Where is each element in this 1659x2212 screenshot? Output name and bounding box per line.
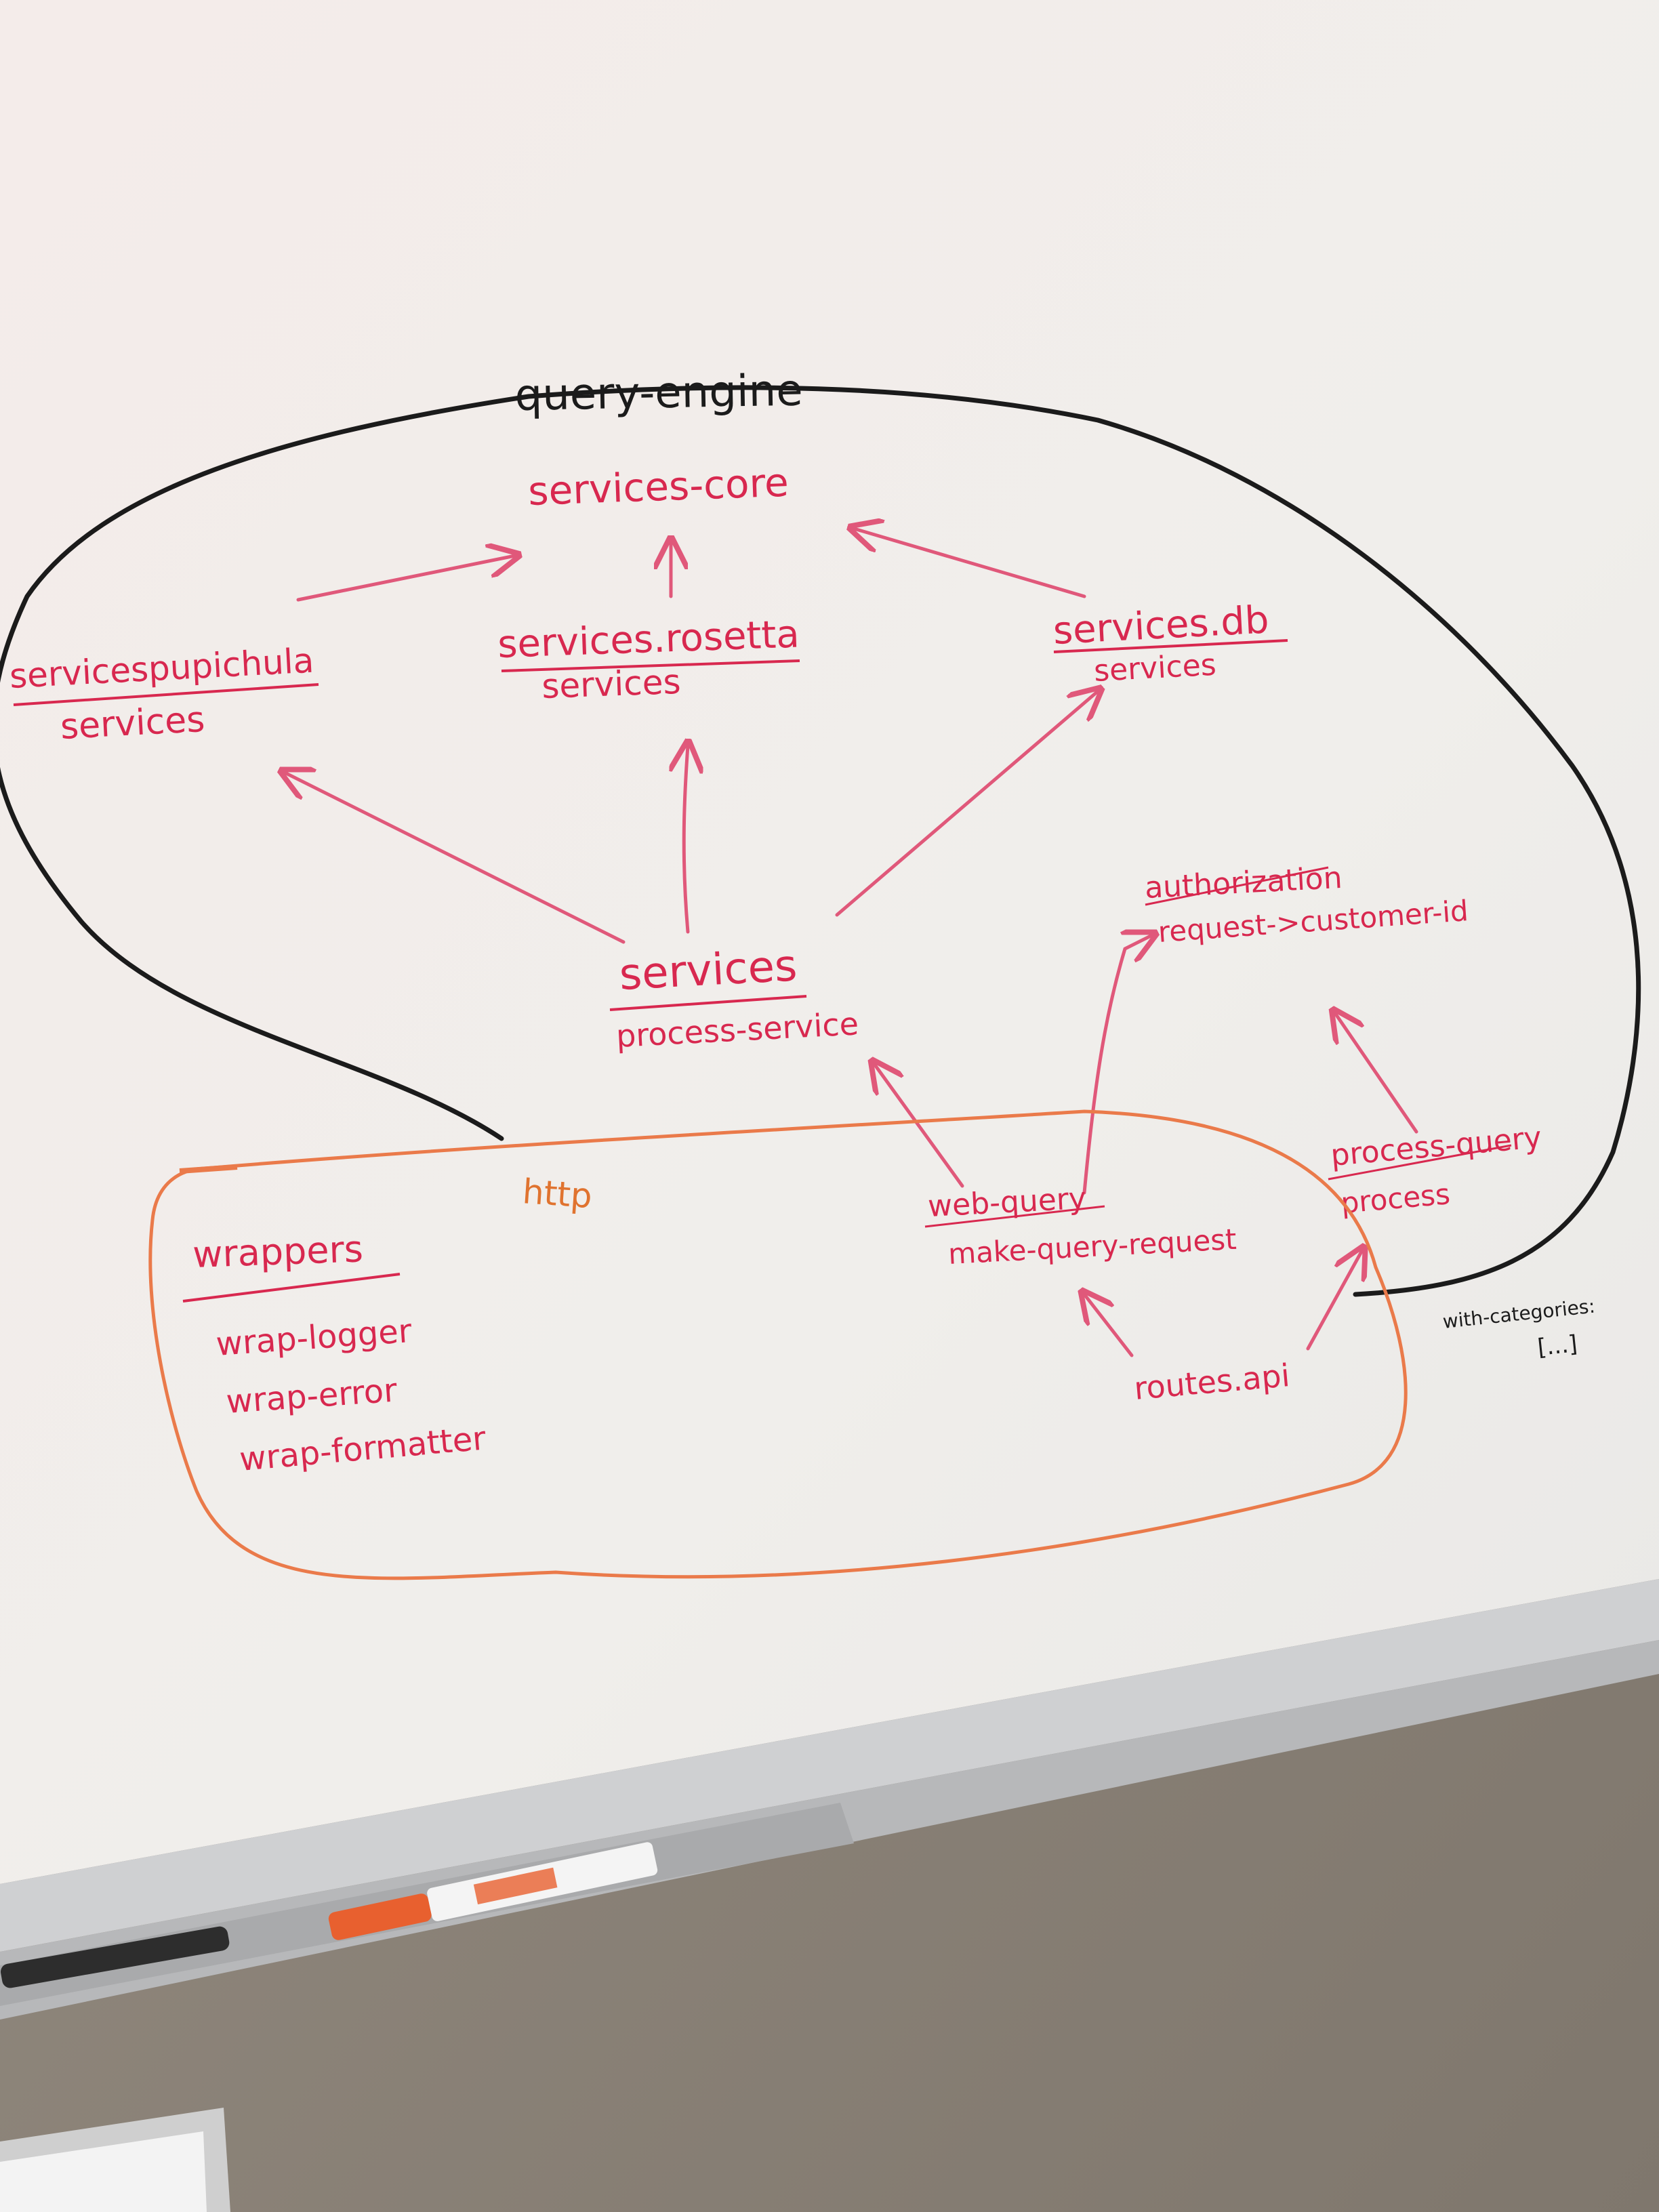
board-frame xyxy=(0,1579,1659,1952)
rosetta-sub: services xyxy=(541,662,681,706)
arrow-webquery-to-authorization xyxy=(1082,935,1152,1195)
arrow-db-to-core xyxy=(854,529,1086,598)
db-sub: services xyxy=(1093,648,1217,689)
whiteboard xyxy=(0,0,1659,1884)
picture-frame-inner xyxy=(0,2131,207,2212)
http-boundary xyxy=(148,1109,1408,1580)
arrow-processquery-to-authorization xyxy=(1335,1013,1418,1134)
pupichula-sub: services xyxy=(60,699,206,747)
pupichula-divider xyxy=(13,683,319,706)
rosetta-title: services.rosetta xyxy=(497,612,800,667)
arrow-routes-to-processquery xyxy=(1306,1250,1362,1351)
arrows xyxy=(285,529,1418,1357)
arrow-webquery-to-services xyxy=(874,1064,964,1188)
services-core-label: services-core xyxy=(527,459,790,514)
process-query-divider xyxy=(1328,1144,1512,1181)
arrow-routes-to-webquery xyxy=(1084,1294,1134,1357)
marker xyxy=(328,1842,658,1940)
query-engine-boundary xyxy=(0,385,1641,1297)
http-boundary-accent xyxy=(179,1164,238,1174)
eraser xyxy=(1,1926,230,1988)
authorization-divider xyxy=(1145,866,1329,906)
arrow-pupichula-to-core xyxy=(296,556,515,602)
arrow-services-to-db xyxy=(835,691,1098,917)
wrappers-title: wrappers xyxy=(192,1227,364,1276)
arrow-services-to-pupichula xyxy=(285,773,626,944)
arrow-services-to-rosetta xyxy=(684,745,688,934)
rosetta-divider xyxy=(501,659,800,672)
web-query-divider xyxy=(924,1205,1105,1228)
with-categories-bracket: [...] xyxy=(1536,1330,1579,1361)
http-label: http xyxy=(521,1172,593,1216)
query-engine-label: query-engine xyxy=(514,366,803,421)
db-divider xyxy=(1053,639,1288,653)
wrappers-divider xyxy=(182,1273,401,1303)
services-title: services xyxy=(618,941,798,1000)
services-divider xyxy=(609,995,807,1011)
